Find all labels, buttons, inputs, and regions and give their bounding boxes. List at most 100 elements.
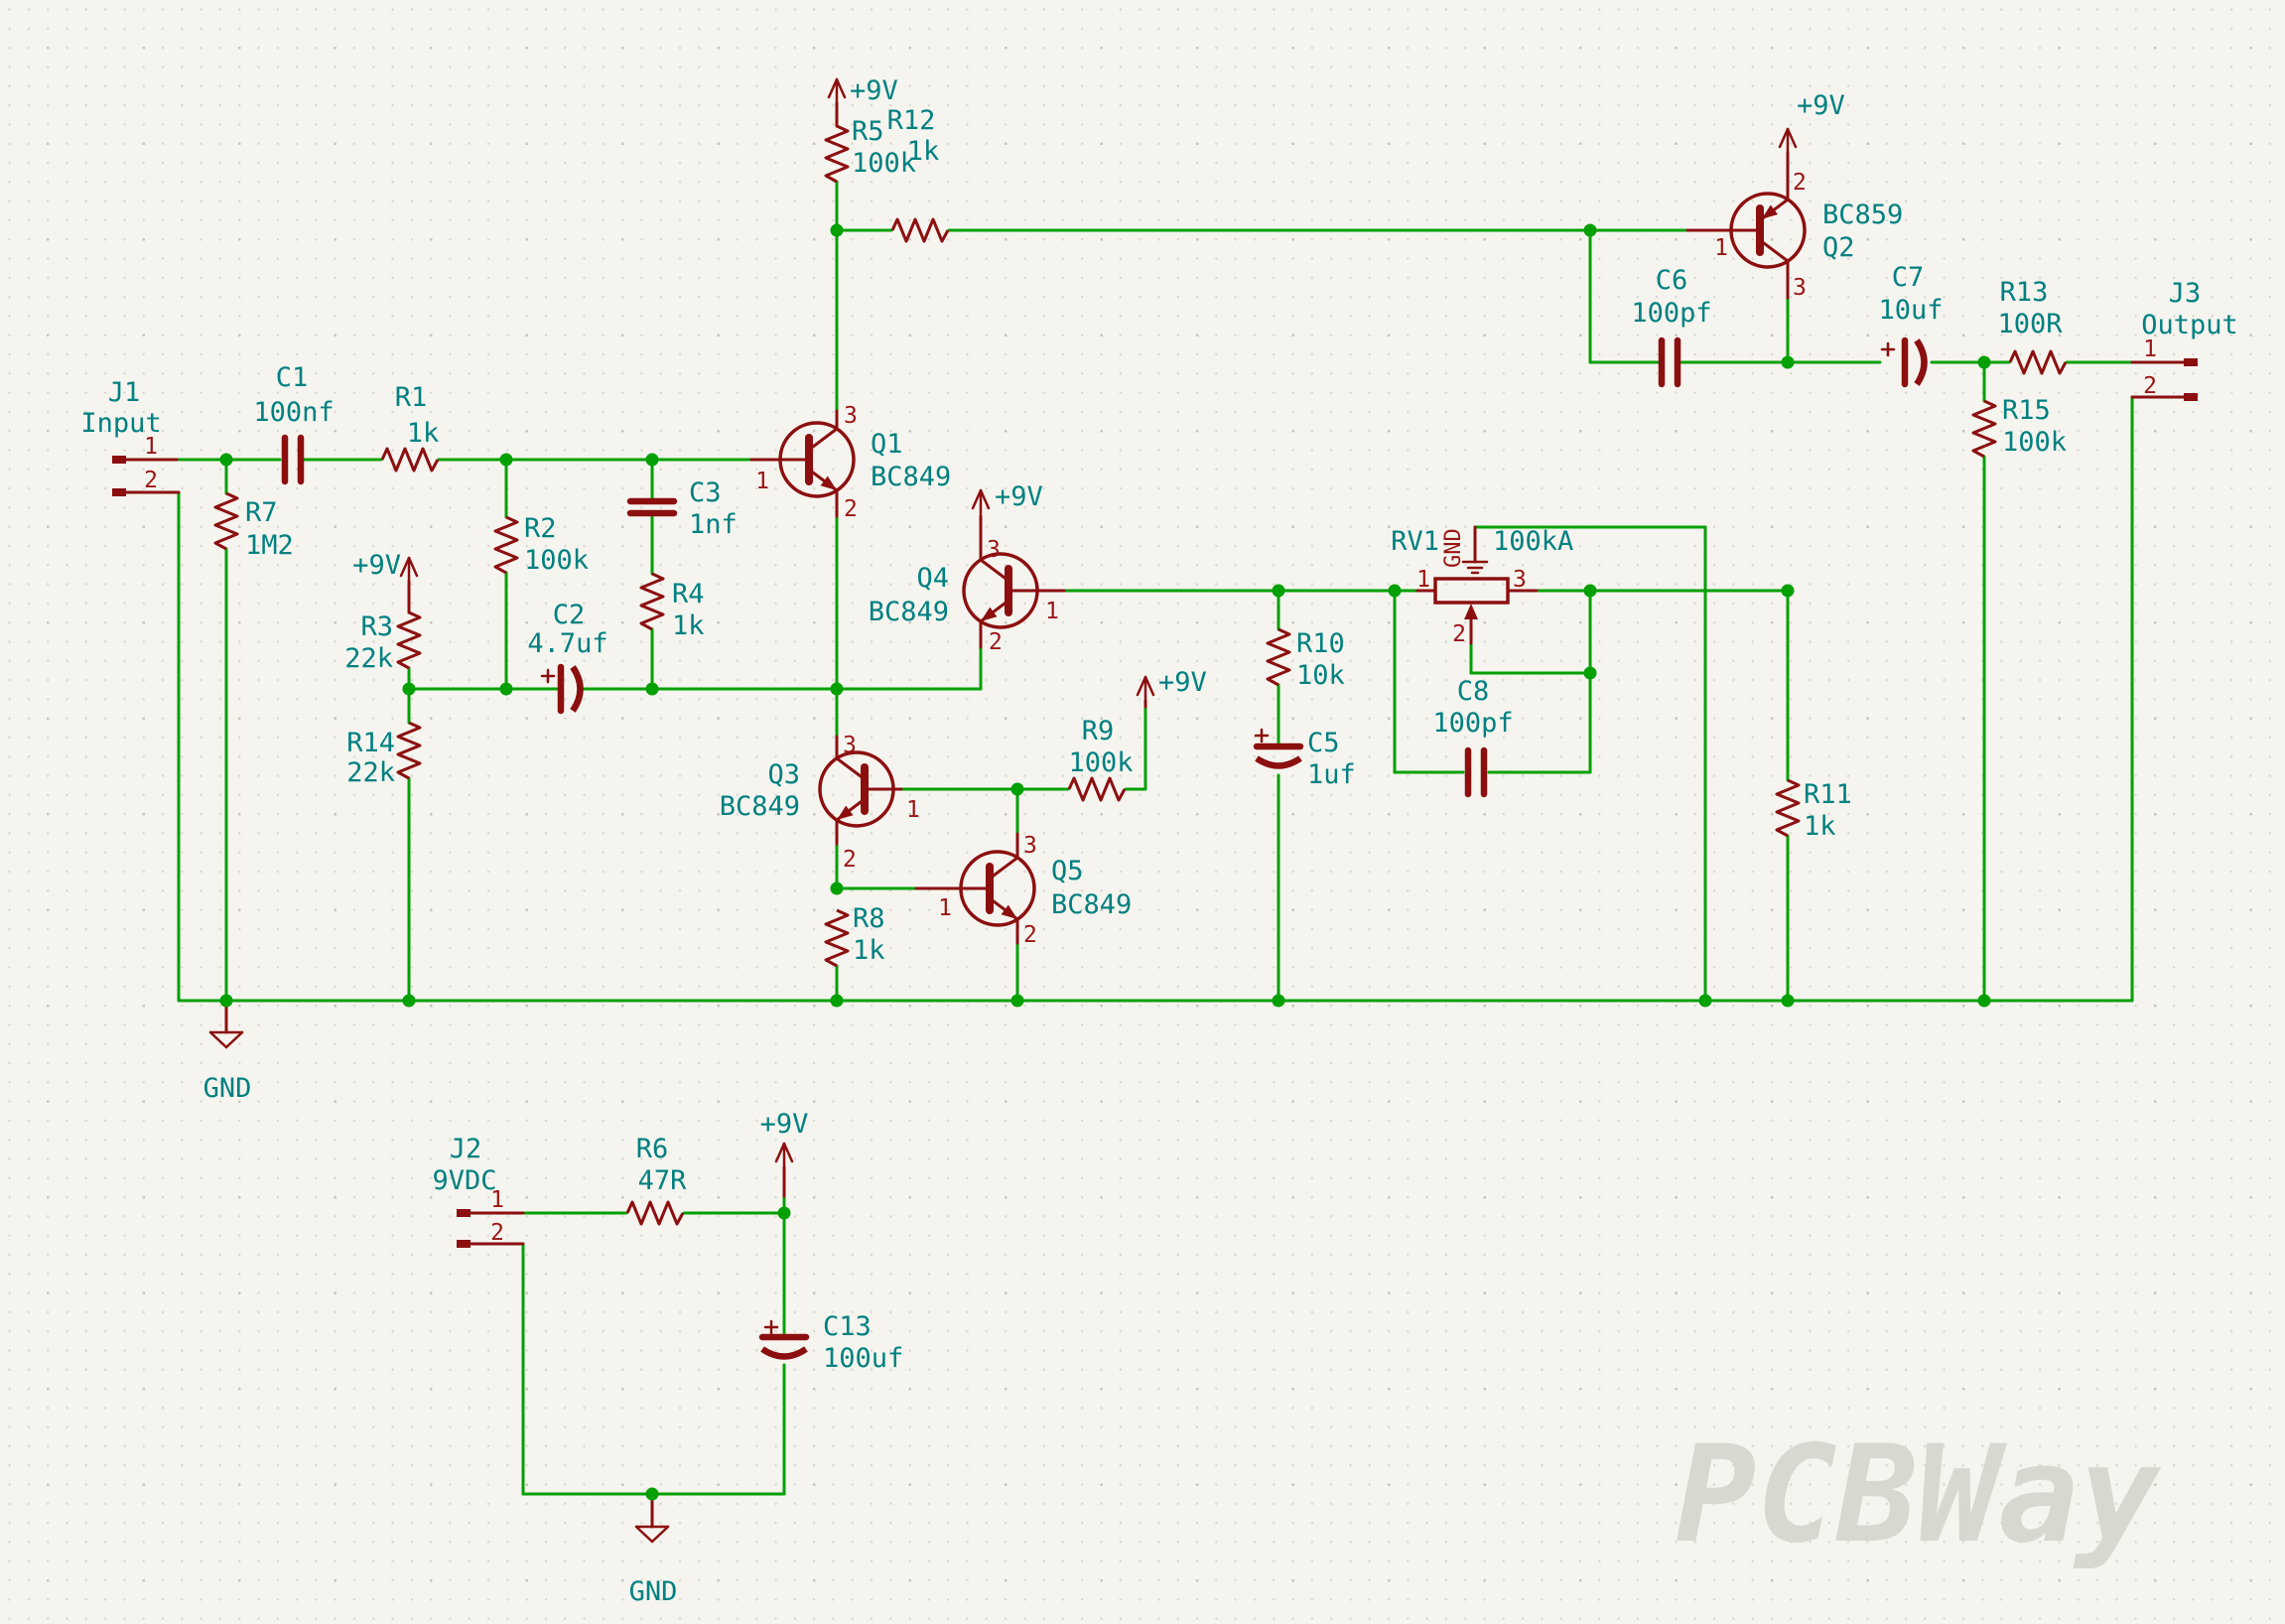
gnd-label: GND [629,1576,678,1607]
capacitor-ref-label: C6 [1656,265,1688,296]
resistor-body[interactable] [493,515,519,575]
power-arrow-icon [827,77,839,99]
junction-dot [1698,994,1712,1008]
potentiometer-pin-number: 3 [1513,567,1527,593]
junction-dot [1977,355,1991,369]
resistor-ref-label: R5 [852,116,884,147]
power-flag-9v[interactable]: +9V [760,1109,809,1169]
resistor-ref-label: R9 [1082,716,1115,746]
junction-dot [645,453,659,467]
capacitor-curved-plate[interactable] [760,1346,808,1360]
capacitor-C2[interactable]: C24.7uf [527,600,608,715]
resistor-body[interactable] [2008,349,2068,375]
connector-pin-number: 1 [144,434,158,460]
junction-dot [499,682,513,696]
resistor-body[interactable] [1971,399,1997,459]
power-flag-9v[interactable]: +9V [1136,667,1207,703]
potentiometer-pin-number: 1 [1416,567,1430,593]
resistor-body[interactable] [890,217,950,243]
resistor-value-label: 1M2 [245,530,294,561]
transistor-pin-number: 1 [755,469,769,494]
resistor-body[interactable] [1266,627,1291,687]
resistor-body[interactable] [380,447,440,473]
capacitor-value-label: 100uf [823,1343,903,1374]
resistor-body[interactable] [396,610,422,670]
connector-ref-label: J2 [450,1134,482,1164]
capacitor-curved-plate[interactable] [570,665,584,713]
resistor-body[interactable] [1775,778,1801,838]
resistor-value-label: 100R [1997,309,2063,339]
resistor-value-label: 1k [672,610,705,641]
junction-dot [830,682,844,696]
resistor-ref-label: R1 [395,382,428,413]
power-flag-9v[interactable]: +9V [971,481,1043,516]
transistor-pin-number: 2 [1023,922,1037,948]
power-flag-9v[interactable]: +9V [1778,90,1845,155]
resistor-ref-label: R4 [672,579,705,609]
capacitor-value-label: 4.7uf [527,628,607,659]
resistor-body[interactable] [213,491,239,551]
power-arrow-icon [979,488,991,510]
capacitor-curved-plate[interactable] [1255,755,1302,769]
connector-pin-number: 1 [2143,337,2157,362]
power-flag-9v[interactable]: +9V [827,75,898,106]
capacitor-curved-plate[interactable] [1914,338,1928,386]
resistor-body[interactable] [396,721,422,780]
emitter-arrow-icon [981,607,998,621]
resistor-body[interactable] [639,572,665,631]
gnd-flag[interactable]: GND [629,1525,678,1607]
capacitor-value-label: 100pf [1631,298,1711,329]
power-arrow-icon [1778,127,1790,149]
resistor-body[interactable] [824,908,850,968]
gnd-label: GND [203,1073,252,1104]
power-flag-9v[interactable]: +9V [352,550,419,584]
resistor-value-label: 100k [852,148,916,179]
junction-dot [830,994,844,1008]
resistor-ref-label: R11 [1804,779,1852,810]
resistor-body[interactable] [1067,776,1127,802]
resistor-body[interactable] [625,1200,685,1226]
capacitor-value-label: 1nf [689,509,738,540]
power-arrow-icon [1786,127,1798,149]
transistor-collector [979,558,1010,583]
resistor-value-label: 1k [407,418,440,449]
transistor-pin-number: 1 [938,895,952,921]
potentiometer-body[interactable] [1433,577,1510,605]
resistor-body[interactable] [824,124,850,184]
gnd-flag[interactable]: GND [203,1030,252,1104]
junction-dot [830,223,844,237]
